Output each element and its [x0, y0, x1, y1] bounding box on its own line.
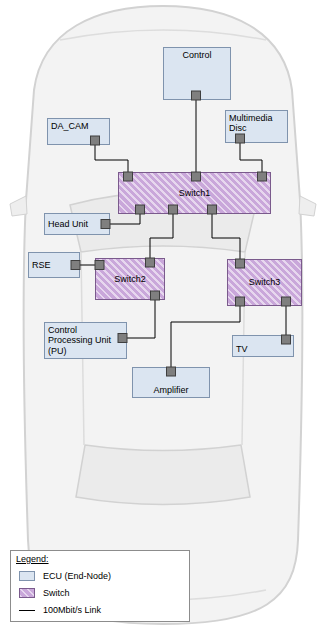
- ecu-label: DA_CAM: [51, 121, 106, 131]
- legend-text: ECU (End-Node): [43, 571, 111, 581]
- legend-box: Legend: ECU (End-Node) Switch 100Mbit/s Lin…: [10, 550, 190, 622]
- link-line: [240, 143, 262, 172]
- ecu-label: Control Processing Unit (PU): [48, 325, 123, 356]
- ecu-label: TV: [236, 344, 290, 354]
- ecu-box: Control: [163, 47, 231, 100]
- ecu-box: Amplifier: [132, 367, 210, 398]
- link-line: [127, 300, 155, 338]
- switch-box: Switch2: [95, 258, 165, 300]
- legend-text: 100Mbit/s Link: [43, 605, 101, 615]
- link-line: [150, 214, 173, 258]
- switch-box: Switch3: [227, 259, 302, 306]
- switch-label: Switch1: [122, 188, 267, 198]
- link-line: [110, 214, 140, 224]
- link-line: [95, 145, 128, 172]
- ecu-box: Head Unit: [44, 213, 110, 235]
- ecu-box: RSE: [28, 252, 80, 278]
- link-line: [212, 214, 240, 259]
- legend-row: 100Mbit/s Link: [19, 604, 101, 616]
- legend-title: Legend:: [16, 554, 49, 564]
- legend-text: Switch: [43, 588, 70, 598]
- ecu-label: Multimedia Disc: [229, 113, 284, 134]
- link-line: [171, 306, 240, 367]
- ecu-label: Head Unit: [48, 219, 106, 229]
- ecu-box: DA_CAM: [47, 118, 110, 145]
- switch-label: Switch3: [231, 277, 298, 287]
- ecu-label: RSE: [32, 260, 76, 270]
- switch-box: Switch1: [118, 172, 271, 214]
- switch-label: Switch2: [99, 274, 161, 284]
- link-line: [80, 265, 95, 266]
- legend-row: Switch: [19, 587, 70, 599]
- legend-line-sample: [19, 610, 35, 611]
- ecu-label: Amplifier: [136, 385, 206, 395]
- legend-row: ECU (End-Node): [19, 570, 111, 582]
- ecu-box: Multimedia Disc: [225, 110, 288, 143]
- ecu-label: Control: [167, 50, 227, 60]
- link-line: [286, 306, 287, 335]
- legend-swatch: [19, 571, 35, 581]
- ecu-box: TV: [232, 335, 294, 357]
- legend-swatch: [19, 588, 35, 598]
- link-line: [196, 100, 197, 172]
- ecu-box: Control Processing Unit (PU): [44, 322, 127, 359]
